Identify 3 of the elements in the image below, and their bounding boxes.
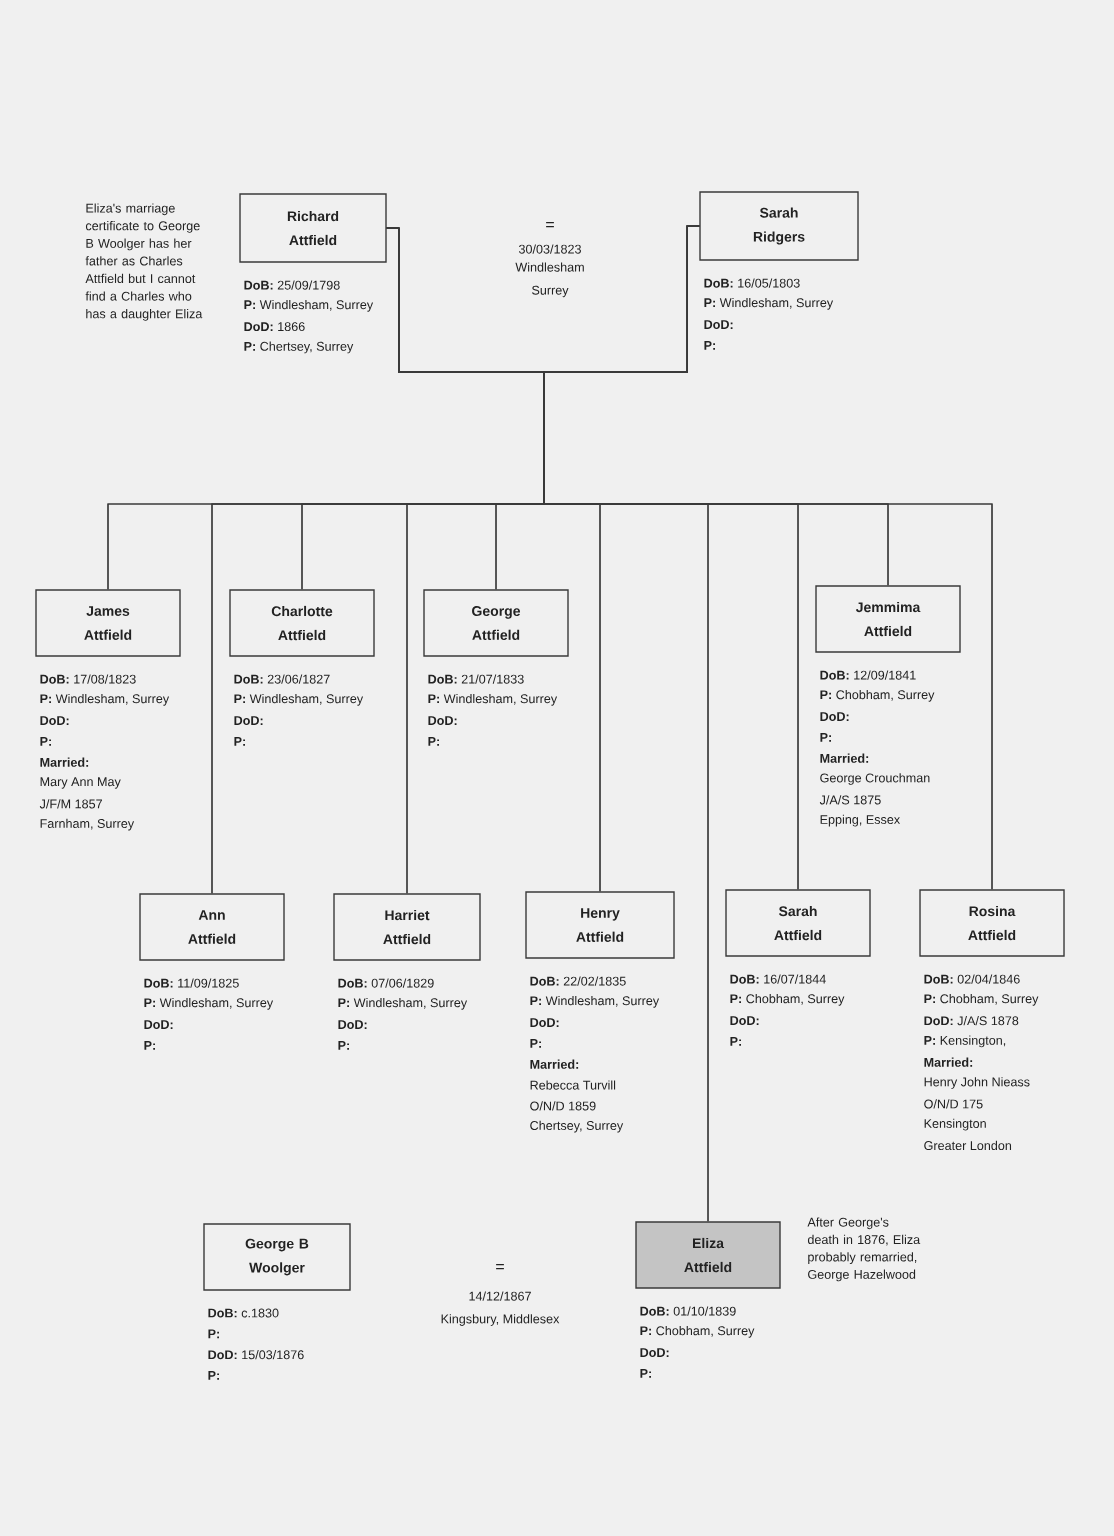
family-line <box>543 225 709 1222</box>
equals-sign: = <box>546 222 554 228</box>
equals-sign: = <box>496 1264 504 1270</box>
